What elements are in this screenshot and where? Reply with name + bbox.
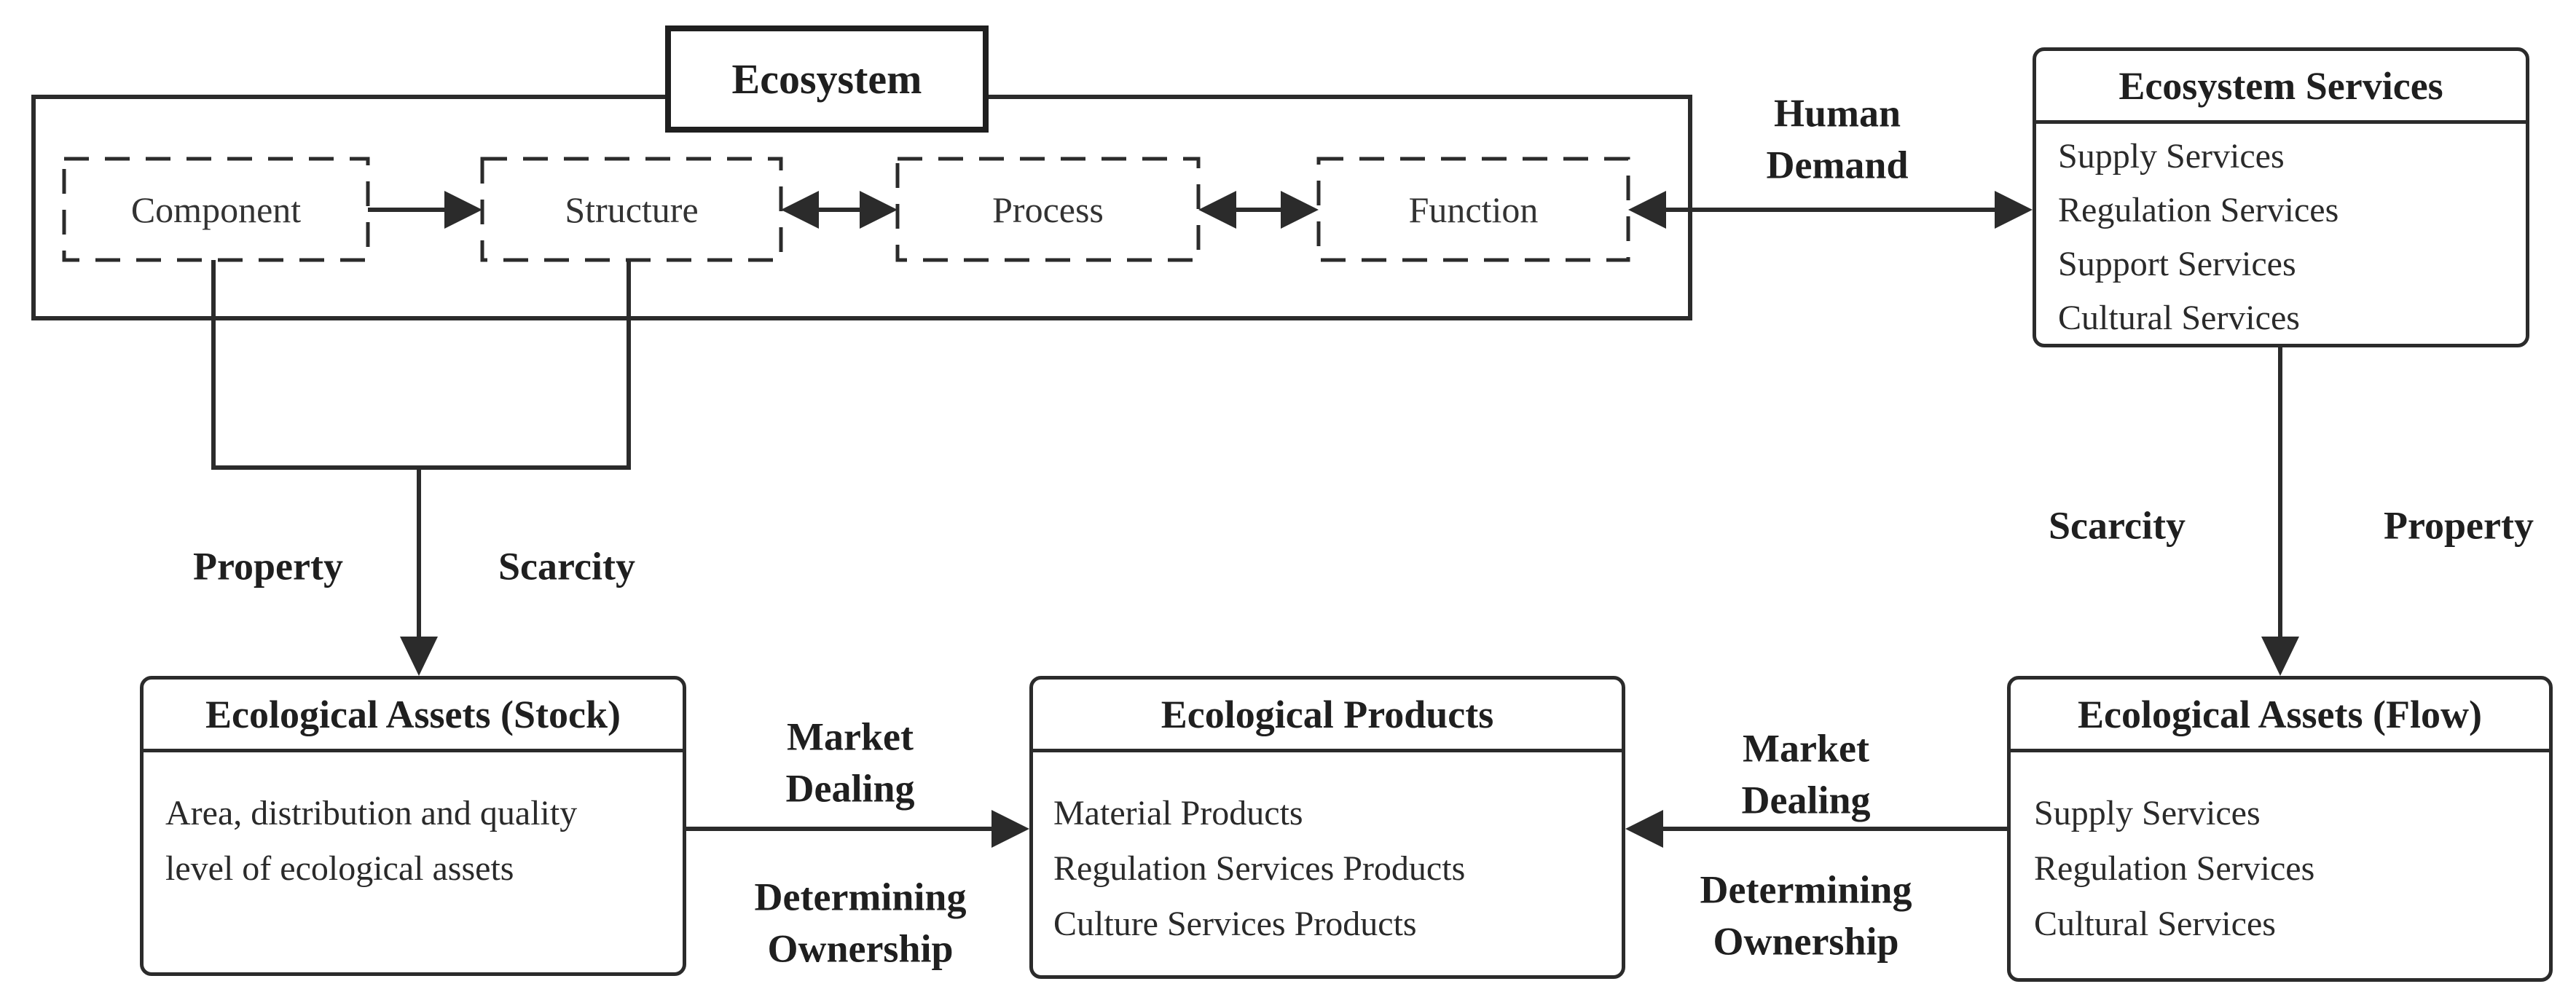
list-item: Regulation Services bbox=[2034, 849, 2315, 888]
list-item: Supply Services bbox=[2058, 137, 2285, 176]
structure-label: Structure bbox=[565, 189, 699, 230]
label-property-stock: Property bbox=[193, 544, 343, 588]
arrow-component-structure bbox=[368, 191, 482, 229]
ecological-assets-flow-title: Ecological Assets (Flow) bbox=[2011, 680, 2549, 752]
arrow-services-to-flow bbox=[2261, 347, 2299, 676]
list-item: Material Products bbox=[1053, 794, 1303, 832]
ecological-products-title: Ecological Products bbox=[1033, 680, 1622, 752]
list-item: Cultural Services bbox=[2058, 299, 2300, 337]
function-label: Function bbox=[1408, 189, 1539, 230]
label-market-dealing-flow: Market Dealing bbox=[1741, 726, 1871, 822]
label-determining-ownership-stock: Determining Ownership bbox=[754, 875, 967, 971]
list-item: Supply Services bbox=[2034, 794, 2261, 832]
ecosystem-services-title: Ecosystem Services bbox=[2036, 51, 2526, 124]
arrow-structure-process bbox=[781, 191, 898, 229]
arrow-stock-to-products bbox=[686, 810, 1029, 848]
label-determining-ownership-flow: Determining Ownership bbox=[1700, 867, 1912, 964]
component-label: Component bbox=[130, 189, 302, 230]
ecological-products-box: Ecological Products Material Products Re… bbox=[1029, 676, 1625, 979]
list-item: Regulation Services bbox=[2058, 191, 2339, 229]
process-label: Process bbox=[992, 189, 1104, 230]
list-item: Culture Services Products bbox=[1053, 905, 1417, 943]
label-market-dealing-stock: Market Dealing bbox=[785, 714, 915, 811]
label-property-flow: Property bbox=[2384, 503, 2534, 548]
ecological-assets-stock-box: Ecological Assets (Stock) Area, distribu… bbox=[140, 676, 686, 976]
label-scarcity-flow: Scarcity bbox=[2049, 503, 2186, 548]
arrow-merge-to-stock bbox=[400, 468, 438, 676]
ecological-assets-stock-title: Ecological Assets (Stock) bbox=[144, 680, 683, 752]
process-box-outline bbox=[895, 157, 1201, 262]
label-human-demand: Human Demand bbox=[1766, 91, 1909, 187]
arrow-flow-to-products bbox=[1625, 810, 2007, 848]
ecological-assets-flow-box: Ecological Assets (Flow) Supply Services… bbox=[2007, 676, 2553, 982]
ecosystem-title-box: Ecosystem bbox=[665, 25, 989, 133]
list-item: Cultural Services bbox=[2034, 905, 2276, 943]
arrow-function-ecosystem-services bbox=[1628, 191, 2033, 229]
list-item: Support Services bbox=[2058, 245, 2296, 283]
arrow-process-function bbox=[1198, 191, 1319, 229]
stock-description: Area, distribution and quality level of … bbox=[165, 794, 578, 888]
structure-box-outline bbox=[480, 157, 783, 262]
ecosystem-title: Ecosystem bbox=[731, 55, 922, 103]
list-item: Regulation Services Products bbox=[1053, 849, 1466, 888]
line-merge-component-structure bbox=[211, 260, 631, 470]
label-scarcity-stock: Scarcity bbox=[498, 544, 635, 588]
ecosystem-services-box: Ecosystem Services Supply Services Regul… bbox=[2033, 47, 2529, 347]
